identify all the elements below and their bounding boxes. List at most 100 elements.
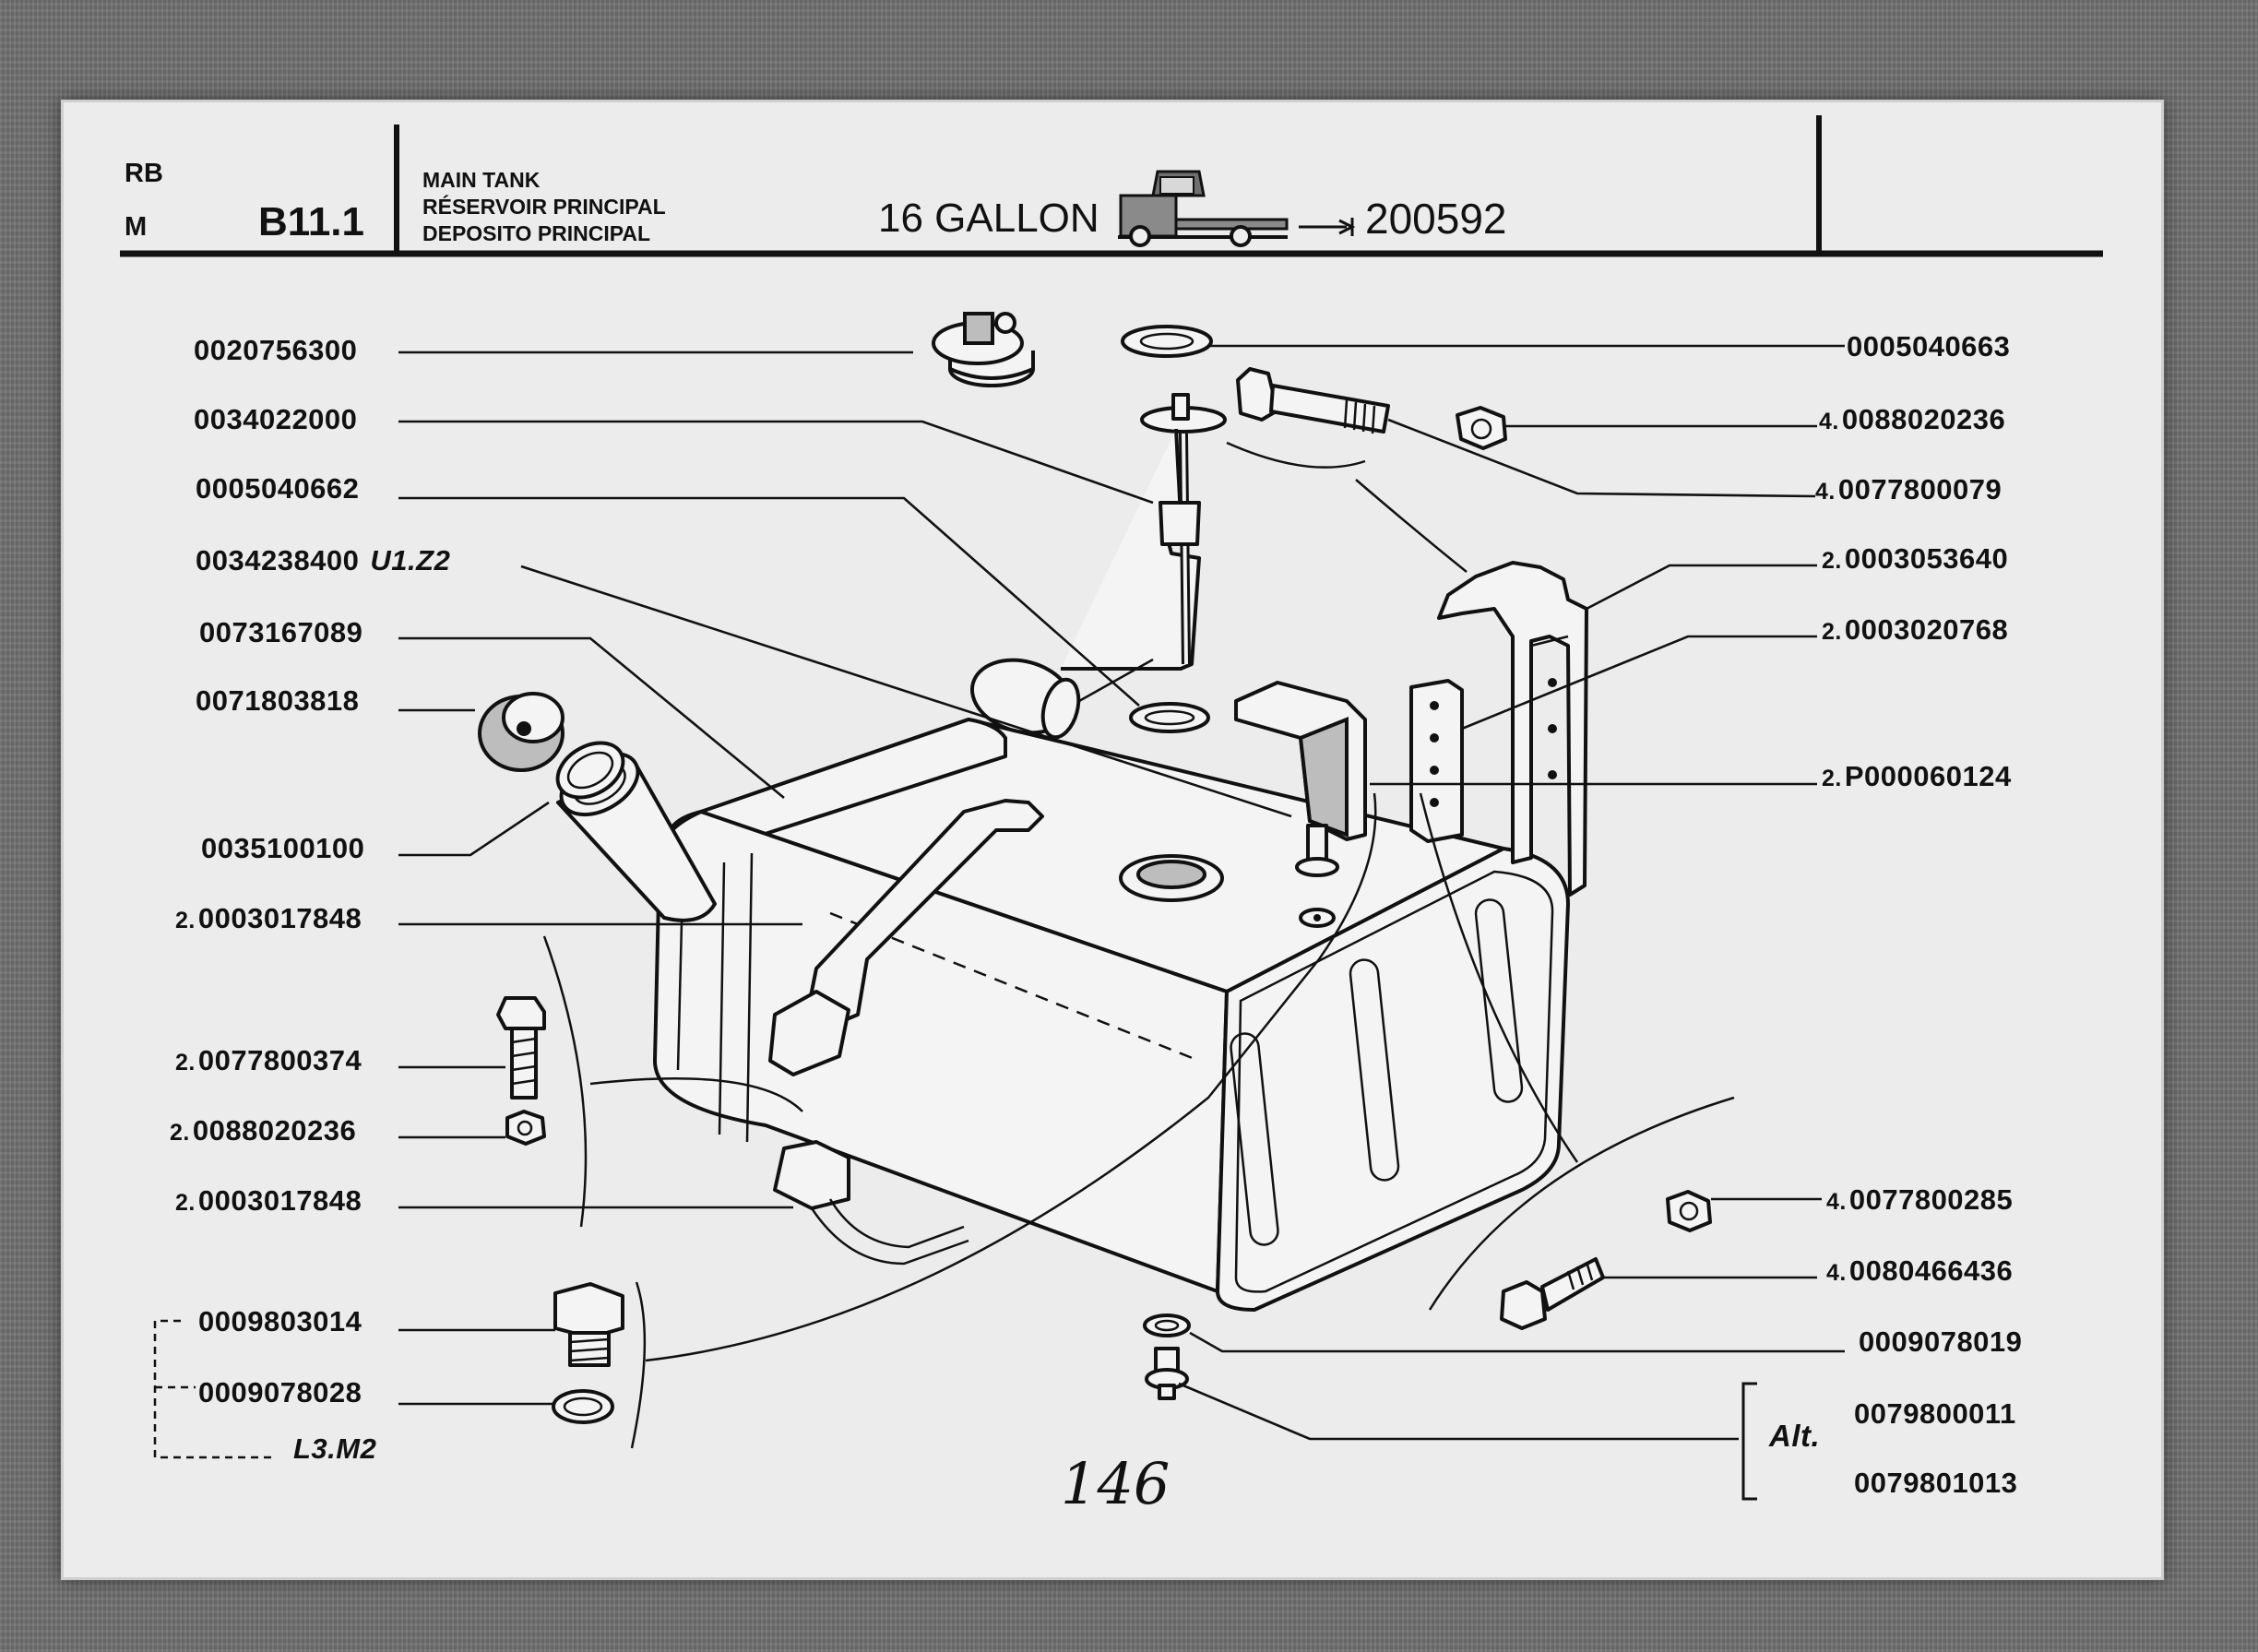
left-part-6-code: 0071803818 bbox=[196, 684, 360, 717]
fuel-cap bbox=[932, 312, 1035, 387]
left-part-9: 2.0077800374 bbox=[175, 1044, 362, 1077]
right-part-1: 0005040663 bbox=[1847, 330, 2010, 363]
page-number-text: 146 bbox=[1061, 1450, 1170, 1517]
left-part-8-code: 0003017848 bbox=[197, 902, 362, 934]
right-part-4-qty: 2. bbox=[1822, 548, 1842, 574]
right-part-5-code: 0003020768 bbox=[1844, 613, 2009, 646]
bottom-plug bbox=[1145, 1347, 1189, 1400]
right-part-8-code: 0080466436 bbox=[1848, 1254, 2014, 1287]
model-code-top: RB bbox=[125, 159, 163, 188]
truck-icon bbox=[1118, 170, 1356, 247]
tank-strap-upper bbox=[768, 799, 1044, 1076]
left-part-10-qty: 2. bbox=[170, 1120, 190, 1146]
handwritten-page-number: 146 bbox=[1061, 1450, 1170, 1517]
left-part-2: 0034022000 bbox=[194, 403, 357, 436]
alt-label: Alt. bbox=[1769, 1419, 1821, 1453]
right-part-2-qty: 4. bbox=[1819, 409, 1839, 434]
left-part-8-qty: 2. bbox=[175, 908, 196, 933]
right-part-4-code: 0003053640 bbox=[1844, 542, 2009, 575]
right-part-6-qty: 2. bbox=[1822, 766, 1842, 791]
right-part-2: 4.0088020236 bbox=[1819, 403, 2005, 436]
sender-seal-ring bbox=[1129, 702, 1210, 733]
left-part-11-qty: 2. bbox=[175, 1190, 196, 1216]
right-part-3-code: 0077800079 bbox=[1837, 473, 2002, 505]
mount-bolt bbox=[1236, 367, 1390, 434]
right-part-7-qty: 4. bbox=[1826, 1189, 1847, 1215]
right-part-4: 2.0003053640 bbox=[1822, 542, 2008, 576]
left-part-6: 0071803818 bbox=[196, 684, 359, 718]
mount-strap-plate bbox=[1409, 679, 1464, 843]
right-part-6-code: P000060124 bbox=[1844, 760, 2012, 792]
tank-strap-lower bbox=[773, 1140, 969, 1266]
title-en: MAIN TANK bbox=[422, 168, 541, 192]
left-part-3: 0005040662 bbox=[196, 472, 359, 505]
right-part-3: 4.0077800079 bbox=[1815, 473, 2002, 506]
left-part-12: 0009803014 bbox=[198, 1305, 362, 1338]
right-part-7: 4.0077800285 bbox=[1826, 1183, 2013, 1217]
right-part-9-code: 0009078019 bbox=[1859, 1325, 2023, 1358]
drain-plug bbox=[553, 1282, 624, 1367]
right-part-10-code: 0079800011 bbox=[1854, 1397, 2016, 1430]
left-part-1-code: 0020756300 bbox=[194, 334, 358, 366]
model-code-bottom: M bbox=[125, 212, 148, 242]
rubber-pad bbox=[1234, 681, 1367, 841]
right-part-10: 0079800011 bbox=[1854, 1397, 2016, 1431]
right-part-8: 4.0080466436 bbox=[1826, 1254, 2013, 1288]
gasket-ring bbox=[555, 741, 625, 800]
mount-nut bbox=[1456, 406, 1507, 450]
left-part-7: 0035100100 bbox=[201, 832, 364, 865]
left-part-10: 2.0088020236 bbox=[170, 1114, 356, 1147]
right-part-11-code: 0079801013 bbox=[1854, 1467, 2018, 1499]
left-part-5-code: 0073167089 bbox=[199, 616, 363, 648]
right-part-5: 2.0003020768 bbox=[1822, 613, 2008, 647]
leader-lines-right bbox=[1178, 344, 1845, 1441]
capacity-label: 16 GALLON bbox=[878, 196, 1099, 241]
right-part-7-code: 0077800285 bbox=[1848, 1183, 2014, 1216]
mount-bracket-large bbox=[1437, 561, 1588, 897]
right-part-8-qty: 4. bbox=[1826, 1260, 1847, 1286]
left-part-10-code: 0088020236 bbox=[192, 1114, 357, 1147]
right-part-5-qty: 2. bbox=[1822, 619, 1842, 645]
left-part-5: 0073167089 bbox=[199, 616, 362, 649]
right-part-9: 0009078019 bbox=[1859, 1325, 2022, 1359]
right-part-6: 2.P000060124 bbox=[1822, 760, 2012, 793]
dust-cap bbox=[478, 692, 564, 772]
drain-washer bbox=[552, 1389, 614, 1424]
left-part-2-code: 0034022000 bbox=[194, 403, 358, 435]
left-part-11-code: 0003017848 bbox=[197, 1184, 362, 1217]
sender-gasket bbox=[1121, 325, 1213, 358]
left-part-7-code: 0035100100 bbox=[201, 832, 365, 864]
leader-lines-left bbox=[398, 351, 1292, 1406]
title-es: DEPOSITO PRINCIPAL bbox=[422, 221, 651, 245]
right-part-11: 0079801013 bbox=[1854, 1467, 2017, 1500]
right-part-1-code: 0005040663 bbox=[1847, 330, 2011, 362]
left-part-11: 2.0003017848 bbox=[175, 1184, 362, 1218]
left-part-9-qty: 2. bbox=[175, 1050, 196, 1076]
fuel-sender bbox=[969, 393, 1227, 740]
left-part-4: 0034238400 U1.Z2 bbox=[196, 544, 450, 577]
left-part-4-code: 0034238400 bbox=[196, 544, 360, 576]
left-part-1: 0020756300 bbox=[194, 334, 357, 367]
section-code: B11.1 bbox=[258, 199, 364, 244]
serial-from: 200592 bbox=[1365, 195, 1507, 243]
phantom-lines bbox=[542, 441, 1735, 1449]
left-part-13-code: 0009078028 bbox=[198, 1376, 362, 1408]
left-group-ref: L3.M2 bbox=[293, 1432, 377, 1465]
left-part-13: 0009078028 bbox=[198, 1376, 362, 1409]
vent-fitting bbox=[1295, 824, 1339, 928]
right-part-2-code: 0088020236 bbox=[1841, 403, 2006, 435]
bracket-bolt bbox=[1500, 1257, 1605, 1330]
right-part-3-qty: 4. bbox=[1815, 479, 1836, 505]
strap-nut bbox=[505, 1110, 546, 1146]
strap-bolt bbox=[496, 996, 546, 1099]
alt-bracket bbox=[1741, 1382, 1757, 1501]
left-part-4-ref: U1.Z2 bbox=[370, 544, 451, 576]
left-part-9-code: 0077800374 bbox=[197, 1044, 362, 1076]
left-part-8: 2.0003017848 bbox=[175, 902, 362, 935]
header-rules bbox=[120, 115, 2103, 257]
drain-group-bracket bbox=[153, 1319, 277, 1459]
left-part-3-code: 0005040662 bbox=[196, 472, 360, 505]
title-fr: RÉSERVOIR PRINCIPAL bbox=[422, 195, 666, 219]
bracket-nut bbox=[1666, 1190, 1712, 1232]
